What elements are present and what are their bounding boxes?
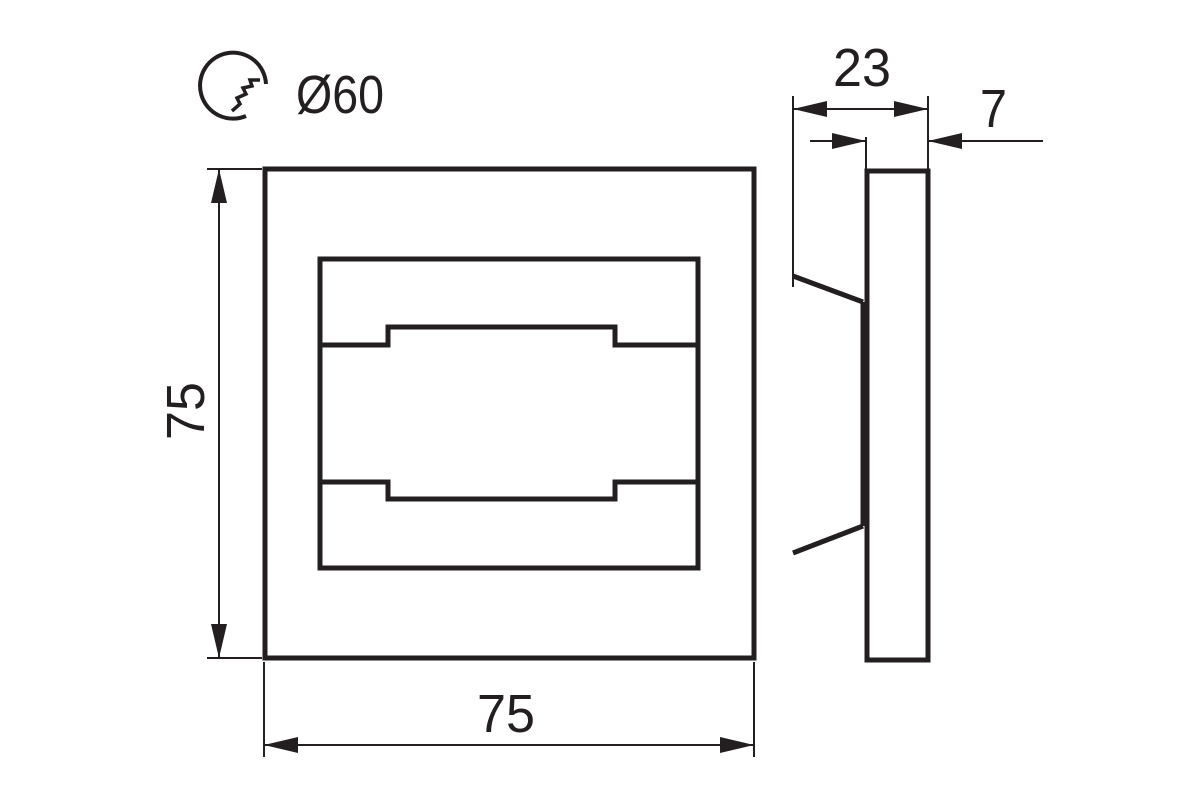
hole-saw-icon — [198, 50, 268, 121]
front-width-dimension — [263, 662, 755, 757]
front-height-dimension — [207, 168, 262, 659]
side-upper-clip — [792, 273, 864, 305]
plate-thickness-dimension — [810, 133, 1043, 170]
front-height-label: 75 — [156, 382, 216, 440]
front-frame-outer — [262, 166, 757, 661]
side-plate — [864, 168, 931, 663]
side-lower-clip — [792, 523, 864, 556]
lens-lower-edge — [320, 479, 698, 502]
side-depth-label: 23 — [833, 38, 891, 98]
side-depth-dimension — [792, 96, 929, 287]
front-width-label: 75 — [477, 684, 535, 744]
front-view — [262, 166, 757, 661]
side-view — [792, 168, 931, 663]
front-frame-inner — [317, 256, 701, 571]
cutout-diameter-label: Ø60 — [296, 65, 384, 125]
lens-upper-edge — [320, 324, 698, 348]
plate-thickness-label: 7 — [980, 79, 1007, 139]
